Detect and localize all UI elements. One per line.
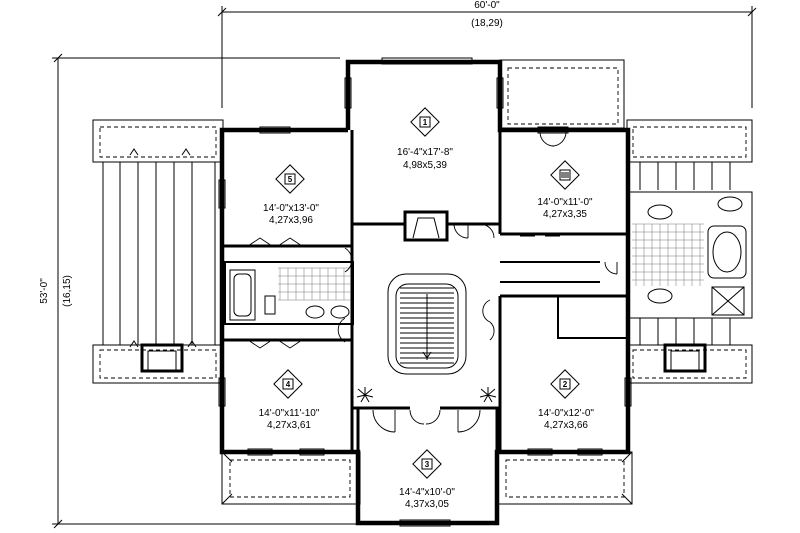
room-dimension-imperial: 14'-0"x11'-0": [537, 197, 593, 208]
room-dimension-metric: 4,27x3,35: [543, 209, 587, 220]
depth-dimension: 53'-0" (16,15): [39, 53, 362, 529]
depth-dimension-metric: (16,15): [62, 275, 73, 307]
room-tag: 5: [275, 164, 305, 194]
svg-text:5: 5: [288, 175, 293, 184]
room-dimension-imperial: 14'-0"x12'-0": [538, 408, 594, 419]
plant-icon: [479, 387, 497, 403]
windows: [218, 57, 632, 527]
bathroom-left: [224, 261, 354, 325]
svg-text:4: 4: [286, 380, 291, 389]
svg-text:1: 1: [423, 118, 428, 127]
right-roof-wing: [626, 119, 753, 384]
room-dimension-imperial: 14'-0"x11'-10": [259, 408, 320, 419]
bathroom-right: [627, 191, 753, 319]
room-dimension-metric: 4,98x5,39: [403, 160, 447, 171]
room-tag: 2: [550, 369, 580, 399]
room-dimension-metric: 4,27x3,66: [544, 420, 588, 431]
width-dimension-imperial: 60'-0": [474, 0, 500, 11]
room-dimension-imperial: 14'-4"x10'-0": [399, 487, 455, 498]
room-dimension-metric: 4,27x3,96: [269, 215, 313, 226]
room-dimension-imperial: 16'-4"x17'-8": [397, 147, 453, 158]
depth-dimension-imperial: 53'-0": [39, 278, 50, 304]
room-tag: 3: [412, 449, 442, 479]
exterior-walls: [219, 59, 631, 526]
svg-text:3: 3: [425, 460, 430, 469]
room-tag: 1: [410, 107, 440, 137]
fireplace: [403, 210, 449, 242]
room-dimension-imperial: 14'-0"x13'-0": [263, 203, 319, 214]
width-dimension-metric: (18,29): [471, 18, 503, 29]
room-dimension-metric: 4,37x3,05: [405, 499, 449, 510]
width-dimension: 60'-0" (18,29): [217, 0, 757, 108]
left-roof-wing: [92, 119, 224, 384]
rear-balcony: [499, 59, 625, 129]
plant-icons: [356, 387, 497, 403]
interior-walls: [222, 130, 628, 452]
doors: [247, 131, 618, 433]
svg-text:2: 2: [563, 380, 568, 389]
room-tag: [550, 160, 580, 190]
room-dimension-metric: 4,27x3,61: [267, 420, 311, 431]
plant-icon: [356, 387, 374, 403]
room-tag: 4: [273, 369, 303, 399]
staircase: [387, 273, 467, 375]
